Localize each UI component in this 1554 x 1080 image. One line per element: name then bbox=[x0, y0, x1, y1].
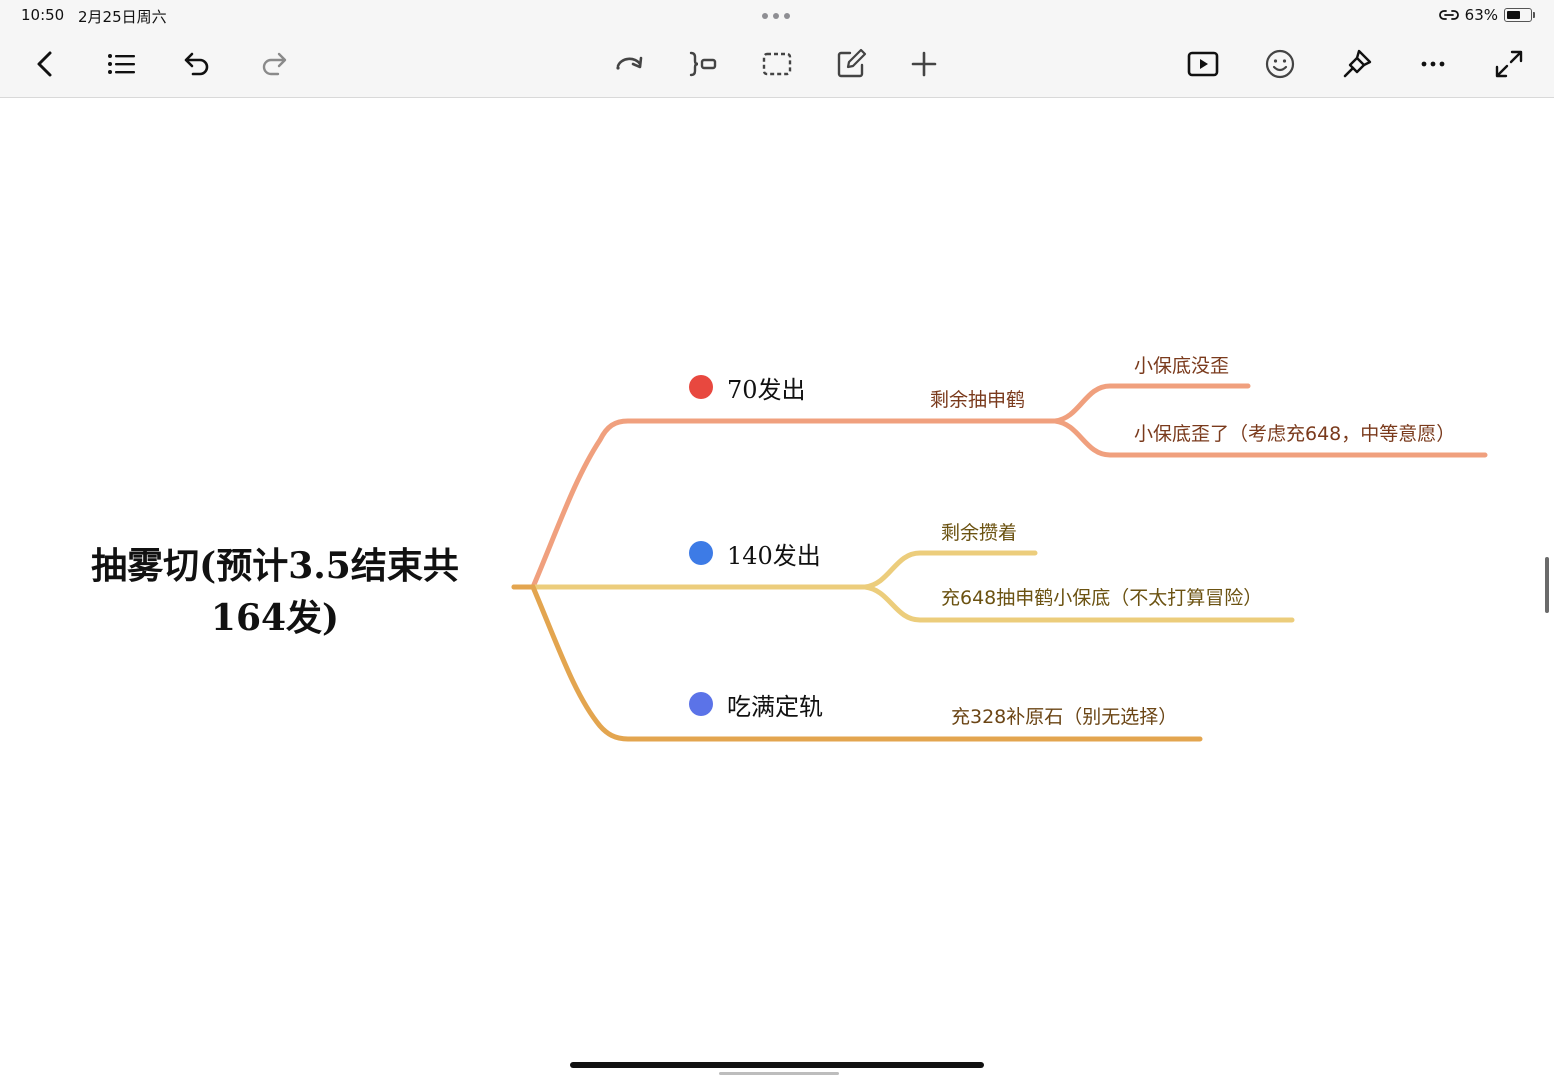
emoji-icon[interactable] bbox=[1262, 46, 1298, 82]
branch-topic-140[interactable]: 140发出 bbox=[727, 542, 821, 570]
branch-marker-dot-red bbox=[689, 375, 713, 399]
branch-topic-70[interactable]: 70发出 bbox=[727, 376, 806, 404]
leaf-topic-charge-328[interactable]: 充328补原石（别无选择） bbox=[951, 706, 1178, 728]
branch-marker-dot-blue bbox=[689, 541, 713, 565]
select-icon[interactable] bbox=[759, 46, 795, 82]
status-bar: 10:50 2月25日周六 63% bbox=[0, 0, 1554, 32]
more-icon[interactable] bbox=[1415, 46, 1451, 82]
play-icon[interactable] bbox=[1185, 46, 1221, 82]
battery-icon bbox=[1504, 8, 1535, 22]
mindmap-connectors bbox=[511, 383, 1488, 742]
status-time: 10:50 bbox=[21, 6, 65, 24]
mindmap-canvas[interactable]: 抽雾切(预计3.5结束共 164发) 70发出 剩余抽申鹤 小保底没歪 小保底歪… bbox=[0, 98, 1554, 1080]
add-icon[interactable] bbox=[906, 46, 942, 82]
rotate-icon[interactable] bbox=[611, 46, 647, 82]
leaf-topic-lost-5050[interactable]: 小保底歪了（考虑充648，中等意愿） bbox=[1134, 423, 1456, 445]
outline-list-icon[interactable] bbox=[103, 46, 139, 82]
sub-topic-remaining-shenhe[interactable]: 剩余抽申鹤 bbox=[930, 389, 1026, 411]
secondary-indicator bbox=[719, 1072, 839, 1075]
leaf-connector-1b bbox=[1052, 418, 1488, 458]
status-right: 63% bbox=[1438, 6, 1535, 24]
root-topic[interactable]: 抽雾切(预计3.5结束共 164发) bbox=[60, 540, 490, 644]
leaf-topic-charge-648[interactable]: 充648抽申鹤小保底（不太打算冒险） bbox=[941, 587, 1263, 609]
home-indicator[interactable] bbox=[570, 1062, 984, 1068]
multitasking-dots-icon[interactable] bbox=[762, 13, 790, 19]
vertical-scrollbar[interactable] bbox=[1545, 557, 1549, 613]
back-icon[interactable] bbox=[27, 46, 63, 82]
fullscreen-icon[interactable] bbox=[1491, 46, 1527, 82]
branch-marker-dot-indigo bbox=[689, 692, 713, 716]
leaf-connector-1a bbox=[1052, 383, 1251, 424]
link-icon bbox=[1438, 10, 1459, 20]
root-topic-line2: 164发) bbox=[210, 597, 340, 639]
branch-connector-1 bbox=[511, 418, 1058, 590]
undo-icon[interactable] bbox=[179, 46, 215, 82]
root-topic-line1: 抽雾切(预计3.5结束共 bbox=[91, 545, 459, 587]
branch-connector-3 bbox=[511, 584, 1203, 742]
leaf-topic-save[interactable]: 剩余攒着 bbox=[941, 522, 1018, 544]
leaf-connector-2b bbox=[862, 584, 1295, 623]
status-date: 2月25日周六 bbox=[78, 8, 167, 26]
redo-icon[interactable] bbox=[256, 46, 292, 82]
subtopic-icon[interactable] bbox=[685, 46, 721, 82]
format-brush-icon[interactable] bbox=[1339, 46, 1375, 82]
branch-topic-full-epitomized[interactable]: 吃满定轨 bbox=[727, 693, 823, 721]
edit-icon[interactable] bbox=[833, 46, 869, 82]
toolbar bbox=[0, 32, 1554, 98]
leaf-topic-no-lose[interactable]: 小保底没歪 bbox=[1134, 355, 1230, 377]
battery-percent: 63% bbox=[1464, 6, 1498, 24]
leaf-connector-2a bbox=[862, 550, 1038, 590]
